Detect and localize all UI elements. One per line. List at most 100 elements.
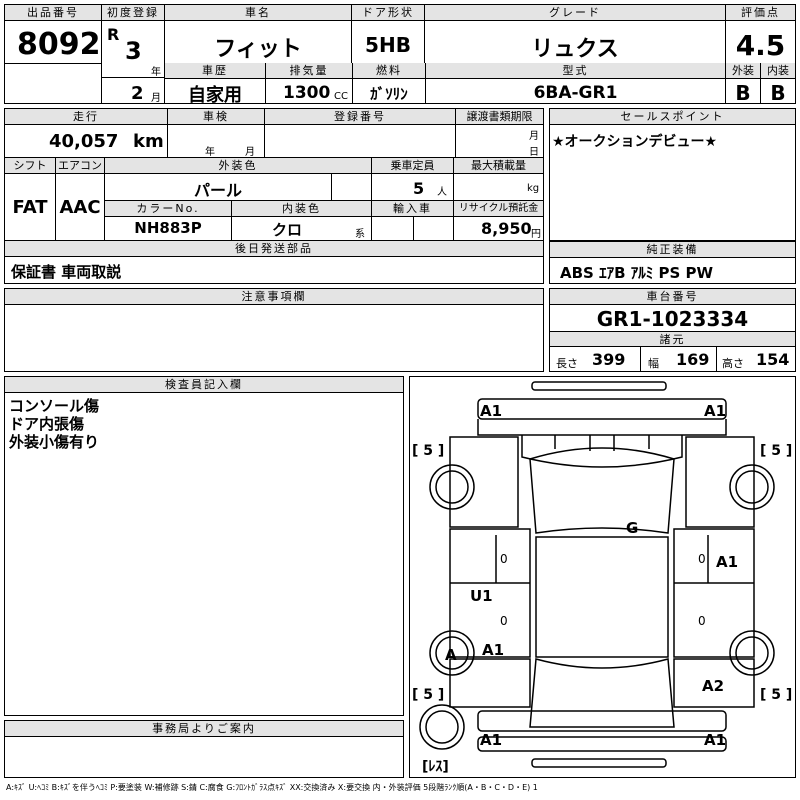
- max-load-unit: kg: [527, 183, 540, 194]
- recycle-fee: 8,950: [481, 219, 532, 238]
- reg-no-label: 登録番号: [265, 109, 455, 125]
- int-grade: B: [770, 81, 786, 105]
- inspection-label: 車検: [168, 109, 264, 125]
- shift-label: シフト: [5, 158, 55, 174]
- inspector-line: 外装小傷有り: [9, 433, 100, 451]
- grade: リュクス: [531, 37, 619, 62]
- tire-depth: [ﾚｽ]: [422, 759, 449, 775]
- era: R: [107, 25, 120, 44]
- width: 169: [676, 350, 710, 369]
- zero-mark: 0: [698, 614, 706, 628]
- equipment-box: 純正装備 ABS ｴｱB ｱﾙﾐ PS PW: [549, 241, 796, 284]
- ext-color: パール: [193, 181, 242, 200]
- int-color-unit: 系: [355, 229, 365, 240]
- later-parts: 保証書 車両取説: [11, 263, 122, 281]
- specs-label: 諸元: [550, 331, 795, 347]
- max-load-label: 最大積載量: [454, 158, 543, 174]
- inspector-line: コンソール傷: [9, 397, 100, 415]
- sales-point-label: セールスポイント: [550, 109, 795, 125]
- tire-depth: [ 5 ]: [760, 443, 792, 459]
- sales-point-text: ★オークションデビュー★: [552, 134, 718, 150]
- tire-depth: [ 5 ]: [760, 687, 792, 703]
- height: 154: [756, 350, 790, 369]
- model: 6BA-GR1: [533, 83, 618, 103]
- cc-unit: CC: [334, 91, 348, 102]
- int-color-label: 内装色: [232, 201, 371, 217]
- length-label: 長さ: [556, 357, 578, 370]
- recycle-unit: 円: [531, 229, 541, 240]
- transfer-label: 譲渡書類期限: [456, 109, 543, 125]
- ext-grade: B: [735, 81, 751, 105]
- insp-month-unit: 月: [245, 147, 255, 158]
- legend: A:ｷｽﾞ U:ﾍｺﾐ B:ｷｽﾞを伴うﾍｺﾐ P:要塗装 W:補修跡 S:錆 …: [6, 783, 538, 792]
- chassis-no: GR1-1023334: [596, 307, 749, 331]
- displacement-label: 排気量: [266, 63, 352, 79]
- door-type: 5HB: [365, 33, 411, 57]
- header-box: 出品番号 8092 初度登録 R 3 年 2 月 車名 フィット ドア形状 5H…: [4, 4, 796, 106]
- inspector-line: ドア内張傷: [9, 415, 85, 433]
- fuel: ｶﾞｿﾘﾝ: [370, 85, 408, 103]
- car-diagram-box: A1 A1 G A1 U1 A1 A2 A1 A1 A [ 5 ] [ 5 ] …: [409, 376, 796, 778]
- damage-mark: A1: [480, 402, 502, 420]
- first-reg-year: 3: [125, 37, 142, 65]
- sales-point-box: セールスポイント ★オークションデビュー★: [549, 108, 796, 241]
- car-diagram: A1 A1 G A1 U1 A1 A2 A1 A1 A [ 5 ] [ 5 ] …: [412, 381, 792, 775]
- ac: AAC: [59, 197, 101, 218]
- first-reg-label: 初度登録: [102, 5, 164, 21]
- damage-mark: A1: [704, 402, 726, 420]
- damage-mark: A1: [716, 553, 738, 571]
- mileage: 40,057: [49, 131, 119, 152]
- zero-mark: 0: [500, 552, 508, 566]
- damage-mark: A1: [480, 731, 502, 749]
- month-unit: 月: [151, 93, 161, 104]
- color-no: NH883P: [134, 219, 202, 237]
- lot-no-label: 出品番号: [5, 5, 101, 21]
- displacement: 1300: [283, 83, 331, 103]
- history-label: 車歴: [165, 63, 265, 79]
- damage-mark: A: [445, 646, 457, 664]
- grade-label: グレード: [425, 5, 725, 21]
- damage-mark: A1: [482, 641, 504, 659]
- later-parts-label: 後日発送部品: [5, 241, 543, 257]
- car-name: フィット: [214, 37, 302, 62]
- equipment-label: 純正装備: [550, 242, 795, 258]
- capacity-unit: 人: [437, 187, 447, 198]
- damage-mark: G: [626, 519, 638, 537]
- score: 4.5: [735, 29, 786, 62]
- transfer-day-unit: 日: [529, 147, 539, 158]
- tire-depth: [ 5 ]: [412, 443, 444, 459]
- first-reg-month: 2: [131, 83, 144, 104]
- capacity: 5: [413, 179, 425, 198]
- height-label: 高さ: [722, 357, 744, 370]
- fuel-label: 燃料: [353, 63, 425, 79]
- length: 399: [592, 350, 626, 369]
- shift: FAT: [12, 197, 48, 218]
- mileage-label: 走行: [5, 109, 167, 125]
- capacity-label: 乗車定員: [372, 158, 453, 174]
- ac-label: エアコン: [56, 158, 104, 174]
- zero-mark: 0: [698, 552, 706, 566]
- vehicle-info-box: 走行 40,057 km 車検 年 月 登録番号 譲渡書類期限 月 日 シフト …: [4, 108, 544, 284]
- transfer-month-unit: 月: [529, 131, 539, 142]
- chassis-box: 車台番号 GR1-1023334 諸元 長さ 399 幅 169 高さ 154: [549, 288, 796, 372]
- width-label: 幅: [648, 357, 659, 370]
- damage-mark: A1: [704, 731, 726, 749]
- insp-year-unit: 年: [205, 147, 215, 158]
- recycle-label: リサイクル預託金: [454, 201, 543, 217]
- inspector-box: 検査員記入欄 コンソール傷 ドア内張傷 外装小傷有り: [4, 376, 404, 716]
- zero-mark: 0: [500, 614, 508, 628]
- model-label: 型式: [426, 63, 725, 79]
- ext-color-label: 外装色: [105, 158, 371, 174]
- score-label: 評価点: [726, 5, 795, 21]
- ext-label: 外装: [726, 63, 760, 79]
- history: 自家用: [188, 85, 242, 106]
- notes-label: 注意事項欄: [5, 289, 543, 305]
- inspector-label: 検査員記入欄: [5, 377, 403, 393]
- damage-mark: A2: [702, 677, 724, 695]
- office-label: 事務局よりご案内: [5, 721, 403, 737]
- notes-box: 注意事項欄: [4, 288, 544, 372]
- chassis-label: 車台番号: [550, 289, 795, 305]
- int-color: クロ: [271, 221, 302, 239]
- lot-no: 8092: [17, 27, 101, 62]
- car-name-label: 車名: [165, 5, 351, 21]
